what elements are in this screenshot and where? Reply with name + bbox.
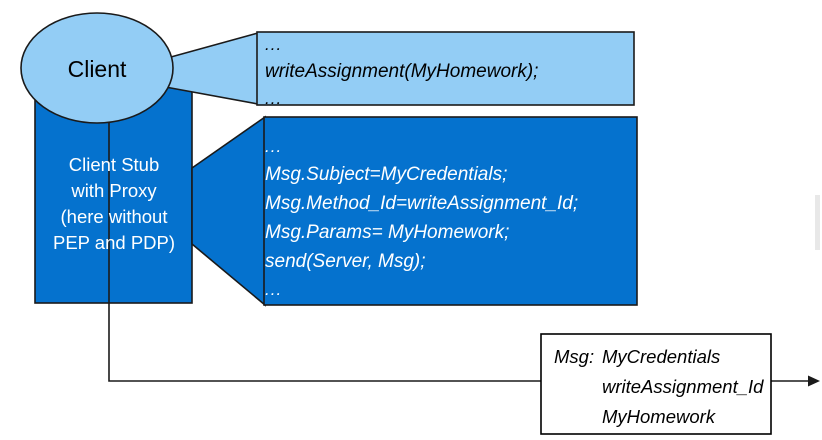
client-node-ellipse: [20, 12, 174, 124]
message-box: [540, 333, 772, 435]
stub-to-message-connector: [108, 303, 541, 382]
application-code-box: [256, 31, 635, 106]
stub-callout-pointer: [191, 115, 266, 307]
slide-edge-strip: [815, 195, 820, 250]
message-outgoing-arrow-head: [808, 375, 820, 387]
stub-code-box: [263, 116, 638, 306]
